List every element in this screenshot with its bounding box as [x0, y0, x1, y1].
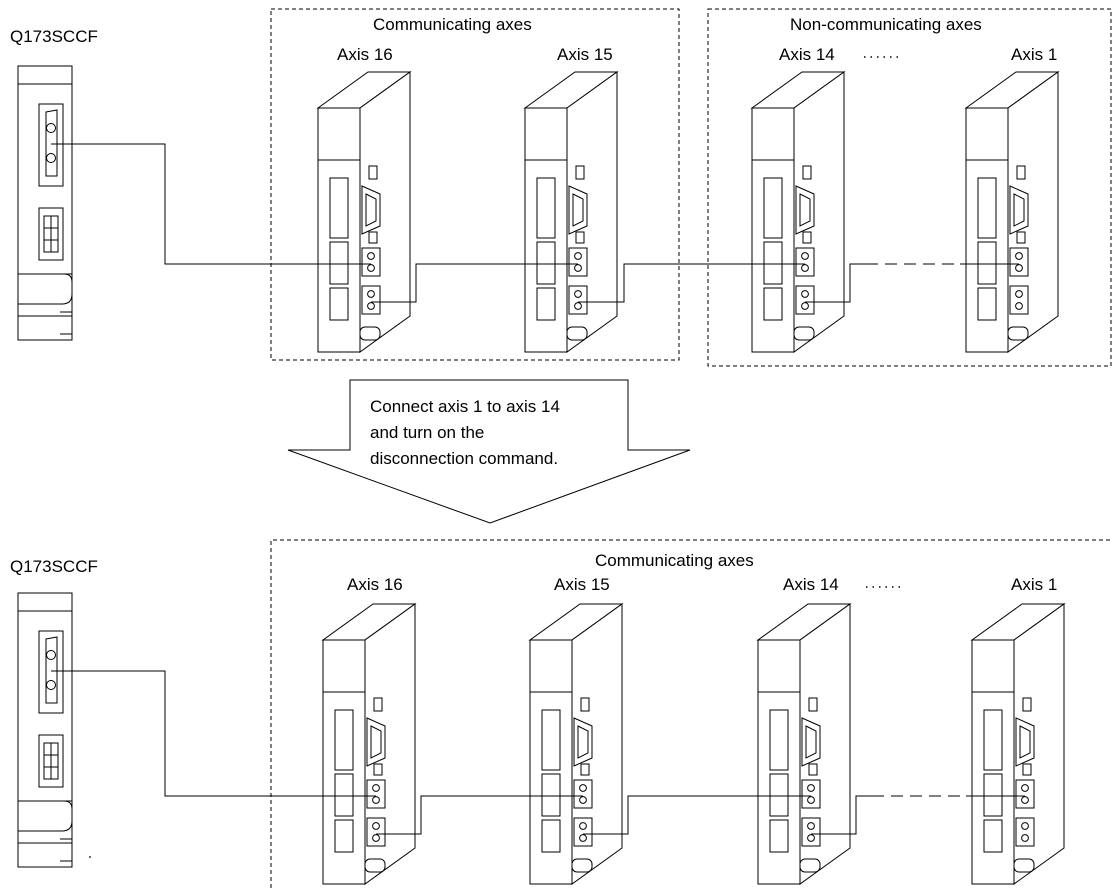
- bottom-axis-1-label: Axis 1: [1011, 575, 1057, 594]
- top-servo-amplifier-axis-14: [751, 71, 845, 353]
- top-axis-14-label: Axis 14: [779, 45, 835, 64]
- top-noncommunicating-group-box: [707, 8, 1112, 367]
- top-communicating-group-label: Communicating axes: [373, 15, 532, 34]
- top-axis-15-label: Axis 15: [557, 45, 613, 64]
- bottom-controller-label: Q173SCCF: [10, 557, 98, 576]
- transition-arrow: Connect axis 1 to axis 14 and turn on th…: [287, 379, 691, 524]
- top-servo-amplifier-axis-16: [317, 71, 411, 353]
- bottom-servo-amplifier-axis-14: [757, 603, 851, 885]
- top-servo-amplifier-axis-15: [524, 71, 618, 353]
- top-noncommunicating-group-label: Non-communicating axes: [790, 15, 982, 34]
- top-scene: Q173SCCF Communicating axes Non-communic…: [10, 8, 1112, 367]
- top-controller-unit: [17, 65, 73, 341]
- bottom-communicating-group-box: [270, 539, 1112, 888]
- top-sscnet-cable: [51, 143, 1019, 303]
- bottom-axis-15-label: Axis 15: [554, 575, 610, 594]
- bottom-servo-amplifier-axis-15: [529, 603, 623, 885]
- bottom-servo-amplifier-axis-16: [322, 603, 416, 885]
- arrow-text-line-1: Connect axis 1 to axis 14: [370, 397, 560, 416]
- bottom-controller-unit: [17, 592, 73, 868]
- arrow-text-line-3: disconnection command.: [370, 449, 558, 468]
- bottom-axis-16-label: Axis 16: [347, 575, 403, 594]
- top-controller-label: Q173SCCF: [10, 27, 98, 46]
- top-axis-16-label: Axis 16: [337, 45, 393, 64]
- top-servo-amplifier-axis-1: [965, 71, 1059, 353]
- bottom-communicating-group-label: Communicating axes: [595, 551, 754, 570]
- bottom-sscnet-cable: [51, 670, 1025, 835]
- top-axis-1-label: Axis 1: [1011, 45, 1057, 64]
- bottom-servo-amplifier-axis-1: [971, 603, 1065, 885]
- down-arrow-shape: [287, 379, 691, 524]
- bottom-scene: Q173SCCF Communicating axes Axis 16 Axis…: [10, 539, 1112, 888]
- bottom-axis-14-label: Axis 14: [783, 575, 839, 594]
- top-communicating-group-box: [270, 8, 680, 361]
- arrow-text-line-2: and turn on the: [370, 423, 484, 442]
